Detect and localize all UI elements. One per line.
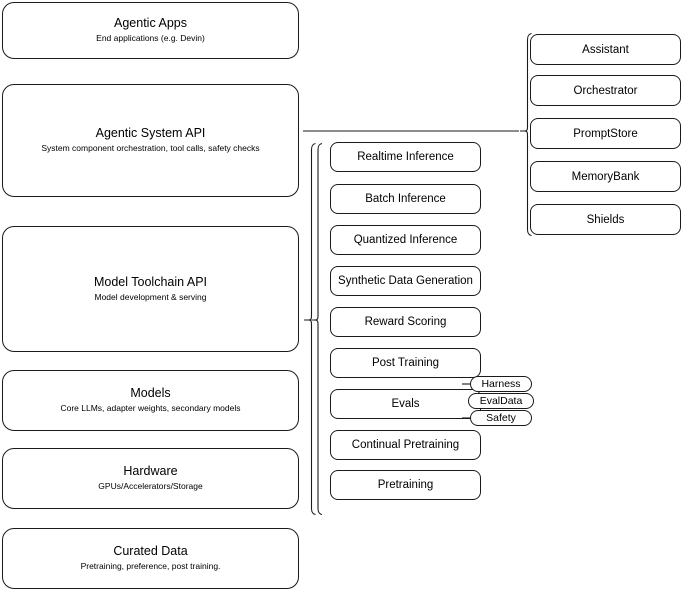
layer-title: Hardware bbox=[123, 464, 178, 478]
component-label: Orchestrator bbox=[573, 84, 638, 97]
layer-subtitle: System component orchestration, tool cal… bbox=[41, 143, 260, 153]
component-label: Realtime Inference bbox=[357, 151, 454, 163]
component-assistant[interactable]: Assistant bbox=[530, 34, 681, 65]
layer-subtitle: GPUs/Accelerators/Storage bbox=[98, 481, 203, 491]
tag-label: Harness bbox=[481, 378, 521, 390]
layer-subtitle: Core LLMs, adapter weights, secondary mo… bbox=[60, 403, 241, 413]
layer-title: Agentic System API bbox=[95, 126, 206, 140]
component-label: Evals bbox=[391, 398, 420, 410]
layer-title: Model Toolchain API bbox=[93, 274, 208, 289]
brace-toolchain-outer bbox=[304, 142, 316, 516]
component-shields[interactable]: Shields bbox=[530, 204, 681, 235]
component-label: PromptStore bbox=[573, 127, 638, 140]
layer-models[interactable]: Models Core LLMs, adapter weights, secon… bbox=[2, 370, 299, 431]
component-continual-pretraining[interactable]: Continual Pretraining bbox=[330, 430, 481, 460]
tag-label: Safety bbox=[486, 412, 516, 424]
component-label: Continual Pretraining bbox=[351, 439, 460, 451]
layer-subtitle: End applications (e.g. Devin) bbox=[96, 33, 205, 43]
layer-title: Models bbox=[130, 386, 171, 400]
component-orchestrator[interactable]: Orchestrator bbox=[530, 75, 681, 106]
layer-curated-data[interactable]: Curated Data Pretraining, preference, po… bbox=[2, 528, 299, 589]
component-label: Quantized Inference bbox=[353, 234, 458, 246]
component-label: Shields bbox=[586, 213, 625, 226]
brace-toolchain-inner bbox=[311, 142, 323, 516]
component-promptstore[interactable]: PromptStore bbox=[530, 118, 681, 149]
tag-safety[interactable]: Safety bbox=[470, 410, 532, 426]
component-label: Post Training bbox=[371, 357, 440, 369]
component-label: Reward Scoring bbox=[364, 316, 447, 328]
component-label: Batch Inference bbox=[365, 193, 446, 205]
component-label: MemoryBank bbox=[571, 170, 640, 183]
component-pretraining[interactable]: Pretraining bbox=[330, 470, 481, 500]
component-batch-inference[interactable]: Batch Inference bbox=[330, 184, 481, 214]
layer-subtitle: Model development & serving bbox=[94, 291, 207, 302]
component-label: Synthetic Data Generation bbox=[338, 275, 473, 287]
tag-evaldata[interactable]: EvalData bbox=[468, 393, 534, 409]
layer-hardware[interactable]: Hardware GPUs/Accelerators/Storage bbox=[2, 448, 299, 509]
layer-subtitle: Pretraining, preference, post training. bbox=[80, 561, 221, 571]
component-synthetic-data-generation[interactable]: Synthetic Data Generation bbox=[330, 266, 481, 296]
component-reward-scoring[interactable]: Reward Scoring bbox=[330, 307, 481, 337]
component-label: Pretraining bbox=[377, 479, 434, 491]
layer-agentic-system-api[interactable]: Agentic System API System component orch… bbox=[2, 84, 299, 197]
component-quantized-inference[interactable]: Quantized Inference bbox=[330, 225, 481, 255]
layer-agentic-apps[interactable]: Agentic Apps End applications (e.g. Devi… bbox=[2, 2, 299, 59]
layer-title: Curated Data bbox=[113, 544, 188, 558]
component-label: Assistant bbox=[582, 43, 629, 56]
layer-title: Agentic Apps bbox=[114, 16, 187, 30]
tag-label: EvalData bbox=[479, 395, 523, 407]
component-realtime-inference[interactable]: Realtime Inference bbox=[330, 142, 481, 172]
tag-harness[interactable]: Harness bbox=[470, 376, 532, 392]
component-post-training[interactable]: Post Training bbox=[330, 348, 481, 378]
component-evals[interactable]: Evals bbox=[330, 389, 481, 419]
component-memorybank[interactable]: MemoryBank bbox=[530, 161, 681, 192]
layer-model-toolchain-api[interactable]: Model Toolchain API Model development & … bbox=[2, 226, 299, 352]
